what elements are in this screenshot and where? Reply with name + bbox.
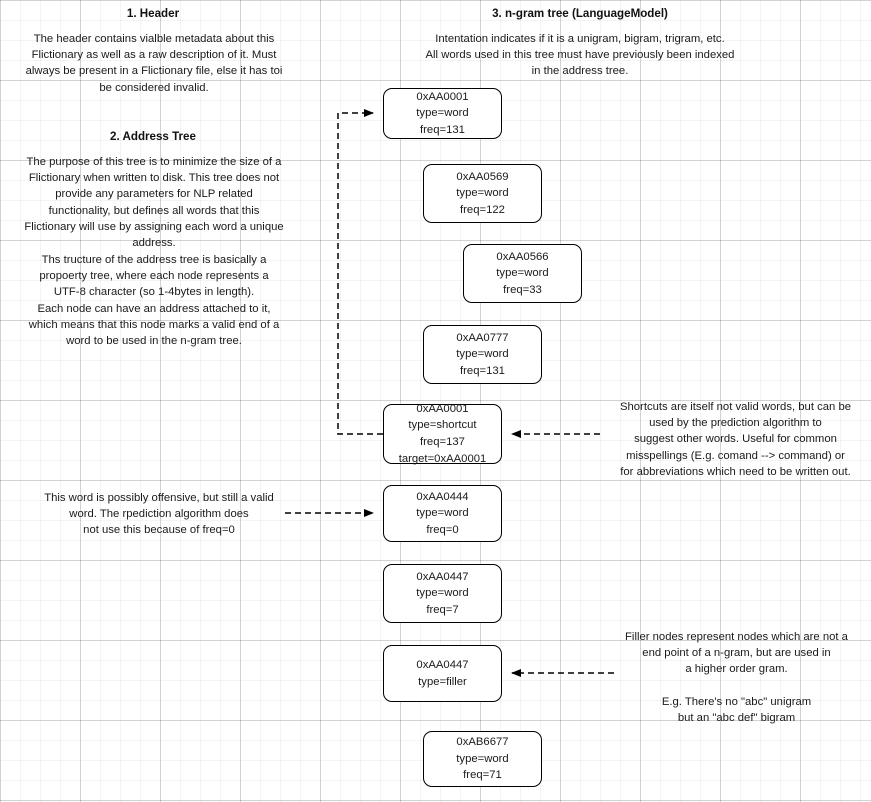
annotation-filler-primary: Filler nodes represent nodes which are n…	[625, 631, 848, 676]
node-freq: freq=131	[460, 364, 505, 377]
ngram-node-0xAA0447-filler[interactable]: 0xAA0447 type=filler	[383, 645, 502, 702]
node-freq: freq=71	[463, 769, 502, 782]
node-address: 0xAA0566	[496, 250, 549, 263]
ngram-node-0xAA0447-word[interactable]: 0xAA0447 type=word freq=7	[383, 564, 502, 623]
ngram-tree-section-title: 3. n-gram tree (LanguageModel)	[492, 7, 668, 20]
node-type: type=shortcut	[408, 419, 477, 432]
node-freq: freq=0	[426, 523, 459, 536]
node-address: 0xAA0001	[416, 90, 469, 103]
node-address: 0xAA0001	[416, 402, 469, 415]
node-address: 0xAA0777	[456, 331, 509, 344]
ngram-node-0xAA0001-shortcut[interactable]: 0xAA0001 type=shortcut freq=137 target=0…	[383, 402, 502, 465]
address-tree-section-body-1: The purpose of this tree is to minimize …	[24, 156, 284, 250]
ngram-node-0xAB6677-word[interactable]: 0xAB6677 type=word freq=71	[423, 731, 542, 787]
node-address: 0xAB6677	[456, 736, 509, 749]
node-address: 0xAA0447	[416, 570, 469, 583]
header-section-title: 1. Header	[126, 7, 180, 20]
address-tree-section-body-2: Ths tructure of the address tree is basi…	[28, 254, 280, 348]
ngram-tree-section-body: Intentation indicates if it is a unigram…	[425, 33, 735, 78]
node-address: 0xAA0447	[416, 658, 469, 671]
node-type: type=word	[416, 107, 469, 120]
annotation-filler-example: E.g. There's no "abc" unigram but an "ab…	[661, 696, 812, 725]
node-type: type=word	[456, 752, 509, 765]
node-freq: freq=131	[420, 123, 465, 136]
ngram-node-0xAA0777-word[interactable]: 0xAA0777 type=word freq=131	[423, 325, 542, 384]
ngram-node-0xAA0444-word[interactable]: 0xAA0444 type=word freq=0	[383, 485, 502, 542]
node-freq: freq=137	[420, 436, 465, 448]
annotation-offensive-word: This word is possibly offensive, but sti…	[44, 492, 274, 537]
ngram-node-0xAA0566-word[interactable]: 0xAA0566 type=word freq=33	[463, 244, 582, 303]
node-freq: freq=33	[503, 283, 542, 296]
node-freq: freq=7	[426, 603, 459, 616]
node-type: type=word	[456, 187, 509, 200]
node-type: type=filler	[418, 675, 467, 688]
ngram-node-0xAA0001-word[interactable]: 0xAA0001 type=word freq=131	[383, 88, 502, 139]
node-type: type=word	[496, 267, 549, 280]
annotation-shortcut: Shortcuts are itself not valid words, bu…	[619, 401, 852, 478]
node-type: type=word	[456, 348, 509, 361]
node-address: 0xAA0569	[456, 170, 509, 183]
address-tree-section-title: 2. Address Tree	[110, 130, 196, 143]
node-target: target=0xAA0001	[398, 452, 487, 465]
node-freq: freq=122	[460, 203, 505, 216]
header-section-body: The header contains vialble metadata abo…	[25, 33, 283, 94]
ngram-node-0xAA0569-word[interactable]: 0xAA0569 type=word freq=122	[423, 164, 542, 223]
connector-shortcut-to-first	[337, 109, 383, 435]
node-type: type=word	[416, 507, 469, 520]
node-address: 0xAA0444	[416, 490, 469, 503]
node-type: type=word	[416, 587, 469, 600]
